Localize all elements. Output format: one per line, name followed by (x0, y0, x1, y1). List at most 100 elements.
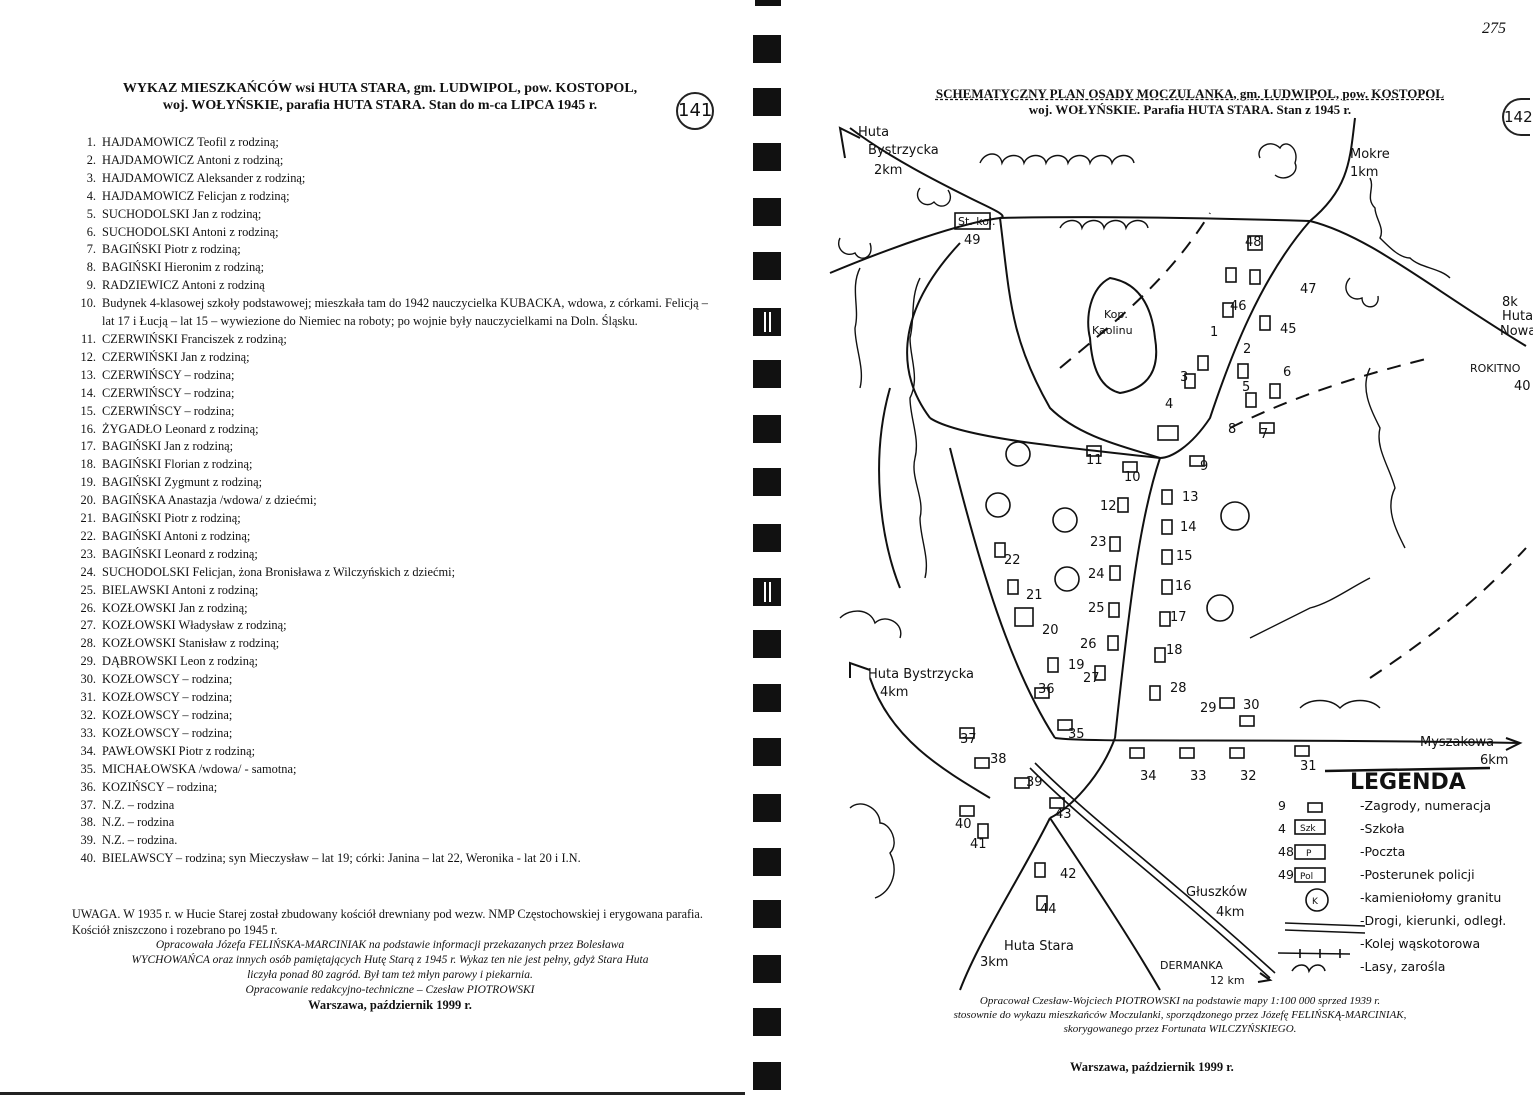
map-label: Myszakowa (1420, 735, 1494, 750)
map-label: Huta (858, 125, 889, 140)
entry-number: 24. (80, 564, 97, 579)
map-label: 3km (980, 955, 1008, 970)
entry-text: N.Z. – rodzina (102, 815, 175, 830)
resident-entry: 14.CZERWIŃSCY – rodzina; (70, 385, 710, 403)
entry-number: 32. (80, 708, 97, 722)
farmstead-number: 28 (1170, 681, 1187, 696)
entry-text: SUCHODOLSKI Jan z rodziną; (102, 206, 262, 221)
map-label: St. kol. (958, 215, 996, 228)
entry-text: SUCHODOLSKI Felicjan, żona Bronisława z … (102, 564, 456, 579)
entry-text: KOZŁOWSCY – rodzina; (102, 725, 233, 740)
resident-entry: 38. N.Z. – rodzina (70, 814, 710, 832)
resident-entry: 34.PAWŁOWSKI Piotr z rodziną; (70, 743, 710, 761)
farmstead-markers (954, 212, 1310, 911)
entry-text: KOZIŃSCY – rodzina; (102, 779, 218, 794)
road (1309, 220, 1527, 347)
farmstead-number: 48 (1245, 235, 1262, 250)
entry-number: 19. (80, 475, 97, 490)
map-label: 1km (1350, 165, 1378, 180)
farmstead-number: 26 (1080, 637, 1097, 652)
note-paragraph: UWAGA. W 1935 r. w Hucie Starej został z… (72, 907, 703, 937)
map-caption: Opracował Czesław-Wojciech PIOTROWSKI na… (900, 994, 1460, 1036)
farmstead-number: 34 (1140, 769, 1157, 784)
road (1309, 117, 1356, 222)
entry-text: RADZIEWICZ Antoni z rodziną (102, 278, 265, 293)
map-drawing: Huta Bystrzycka 2km Mokre 1km St. kol. 8… (829, 117, 1533, 991)
legend-text: -Zagrody, numeracja (1360, 798, 1491, 813)
resident-entry: 1.HAJDAMOWICZ Teofil z rodziną; (70, 134, 710, 152)
legend-graphics (1277, 766, 1491, 974)
farmstead-number: 13 (1182, 490, 1199, 505)
entry-text: BIELAWSCY – rodzina; syn Mieczysław – la… (102, 851, 581, 866)
resident-entry: 25.BIELAWSKI Antoni z rodziną; (70, 582, 710, 600)
direction-arrow (838, 126, 861, 159)
legend-text: -Lasy, zarośla (1360, 959, 1445, 974)
resident-entry: 10.Budynek 4-klasowej szkoły podstawowej… (70, 295, 710, 331)
entry-number: 20. (80, 493, 97, 508)
farmstead-number: 7 (1260, 427, 1268, 442)
farmstead-number: 22 (1004, 553, 1021, 568)
entry-text: BAGIŃSKI Antoni z rodziną; (102, 528, 251, 543)
field-path (1229, 357, 1431, 429)
resident-entry: 22. BAGIŃSKI Antoni z rodziną; (70, 528, 710, 546)
entry-number: 26. (80, 600, 97, 615)
entry-number: 4. (86, 188, 96, 203)
entry-number: 27. (80, 618, 97, 633)
entry-text: BAGIŃSKI Hieronim z rodziną; (102, 260, 265, 275)
farmstead-number: 23 (1090, 535, 1107, 550)
narrow-gauge-railway (1029, 767, 1271, 979)
resident-entry: 37.N.Z. – rodzina (70, 797, 710, 815)
farmstead-number: 31 (1300, 759, 1317, 774)
legend-text: -Poczta (1360, 844, 1405, 859)
road (999, 217, 1161, 459)
resident-entry: 7.BAGIŃSKI Piotr z rodziną; (70, 241, 710, 259)
farmstead-number: 21 (1026, 588, 1043, 603)
farmstead-number: 25 (1088, 601, 1105, 616)
entry-text: CZERWIŃSCY – rodzina; (102, 385, 235, 400)
settlement-map: Huta Bystrzycka 2km Mokre 1km St. kol. 8… (829, 117, 1533, 991)
legend-key: 9 (1278, 798, 1286, 813)
legend-text: -Posterunek policji (1360, 867, 1475, 882)
resident-entry: 15.CZERWIŃSCY – rodzina; (70, 403, 710, 421)
road (929, 417, 1161, 459)
farmstead-number: 14 (1180, 520, 1197, 535)
direction-arrow (1257, 972, 1273, 983)
entry-text: BAGIŃSKI Zygmunt z rodziną; (102, 475, 263, 490)
entry-text: DĄBROWSKI Leon z rodziną; (102, 654, 258, 669)
resident-entry: 4. HAJDAMOWICZ Felicjan z rodziną; (70, 188, 710, 206)
credit-line-1: Opracowała Józefa FELIŃSKA-MARCINIAK na … (155, 939, 625, 951)
credit-line-3: liczyła ponad 80 zagród. Był tam też mły… (247, 969, 533, 981)
legend-box-label: Szk (1300, 824, 1316, 834)
entry-number: 11. (80, 331, 96, 346)
resident-entry: 24. SUCHODOLSKI Felicjan, żona Bronisława… (70, 564, 710, 582)
entry-number: 10. (80, 296, 97, 311)
map-label: 12 km (1210, 974, 1245, 987)
entry-number: 35. (80, 761, 97, 776)
road (869, 677, 991, 799)
entry-number: 31. (80, 690, 97, 705)
resident-entry: 32.KOZŁOWSCY – rodzina; (70, 707, 710, 725)
farmstead-number: 2 (1243, 342, 1251, 357)
legend-text: -kamieniołomy granitu (1360, 890, 1501, 905)
road (1054, 737, 1521, 744)
page-seal-stamp: 141 (676, 92, 714, 130)
resident-entry: 33.KOZŁOWSCY – rodzina; (70, 725, 710, 743)
field-path (1059, 212, 1211, 369)
place-date: Warszawa, październik 1999 r. (308, 998, 472, 1012)
entry-number: 22. (80, 528, 97, 543)
entry-number: 9. (86, 278, 96, 293)
entry-number: 38. (80, 815, 97, 830)
entry-text: BAGIŃSKI Piotr z rodziną; (102, 242, 241, 257)
entry-number: 18. (80, 457, 97, 472)
entry-number: 36. (80, 779, 97, 794)
map-label: Kop. (1104, 308, 1128, 321)
resident-entry: 5.SUCHODOLSKI Jan z rodziną; (70, 206, 710, 224)
resident-entry: 21.BAGIŃSKI Piotr z rodziną; (70, 510, 710, 528)
map-label: Mokre (1350, 147, 1390, 162)
map-label: Huta Stara (1004, 939, 1074, 954)
entry-number: 25. (80, 582, 97, 597)
entry-text: HAJDAMOWICZ Felicjan z rodziną; (102, 188, 290, 203)
resident-entry: 36. KOZIŃSCY – rodzina; (70, 779, 710, 797)
road (959, 817, 1051, 991)
resident-entry: 30.KOZŁOWSCY – rodzina; (70, 671, 710, 689)
